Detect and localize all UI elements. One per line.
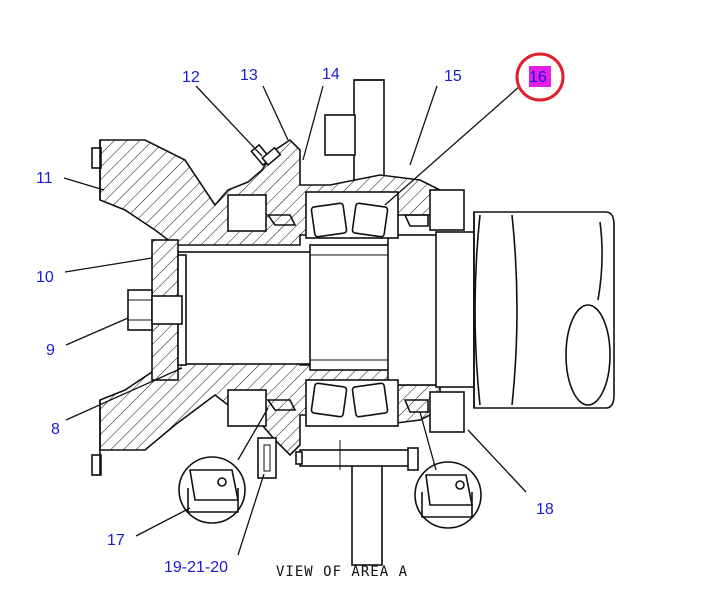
callout-labels: 12 13 14 15 16 11 10 9 8 17 19-21-20 18 (36, 52, 565, 576)
callout-17: 17 (107, 532, 125, 549)
highlighted-callout-16: 16 (515, 52, 565, 102)
callout-11: 11 (36, 170, 53, 187)
callout-15: 15 (444, 68, 462, 85)
callout-13: 13 (240, 67, 258, 84)
highlight-fill (529, 66, 551, 87)
axle-tube (473, 211, 615, 409)
callout-8: 8 (51, 421, 60, 438)
view-caption: VIEW OF AREA A (276, 564, 408, 580)
callout-12: 12 (182, 69, 200, 86)
roller-bearing-bottom (305, 379, 399, 427)
callout-10: 10 (36, 269, 54, 286)
callout-18: 18 (536, 501, 554, 518)
mounting-bolt-assembly (257, 437, 419, 479)
seal-detail-right (414, 461, 482, 529)
retaining-bolt (127, 289, 183, 331)
leader-lines (63, 85, 527, 556)
highlight-ring (515, 52, 565, 102)
seal-top-left (227, 194, 297, 232)
spindle (177, 231, 475, 388)
seal-bottom-left (227, 389, 297, 427)
callout-14: 14 (322, 66, 340, 83)
callout-16: 16 (529, 69, 547, 86)
roller-bearing-top (305, 191, 399, 239)
seal-bottom-right (403, 391, 465, 433)
seal-detail-left (178, 456, 246, 524)
callout-9: 9 (46, 342, 55, 359)
seal-top-right (403, 189, 465, 231)
callout-19-21-20: 19-21-20 (164, 559, 228, 576)
